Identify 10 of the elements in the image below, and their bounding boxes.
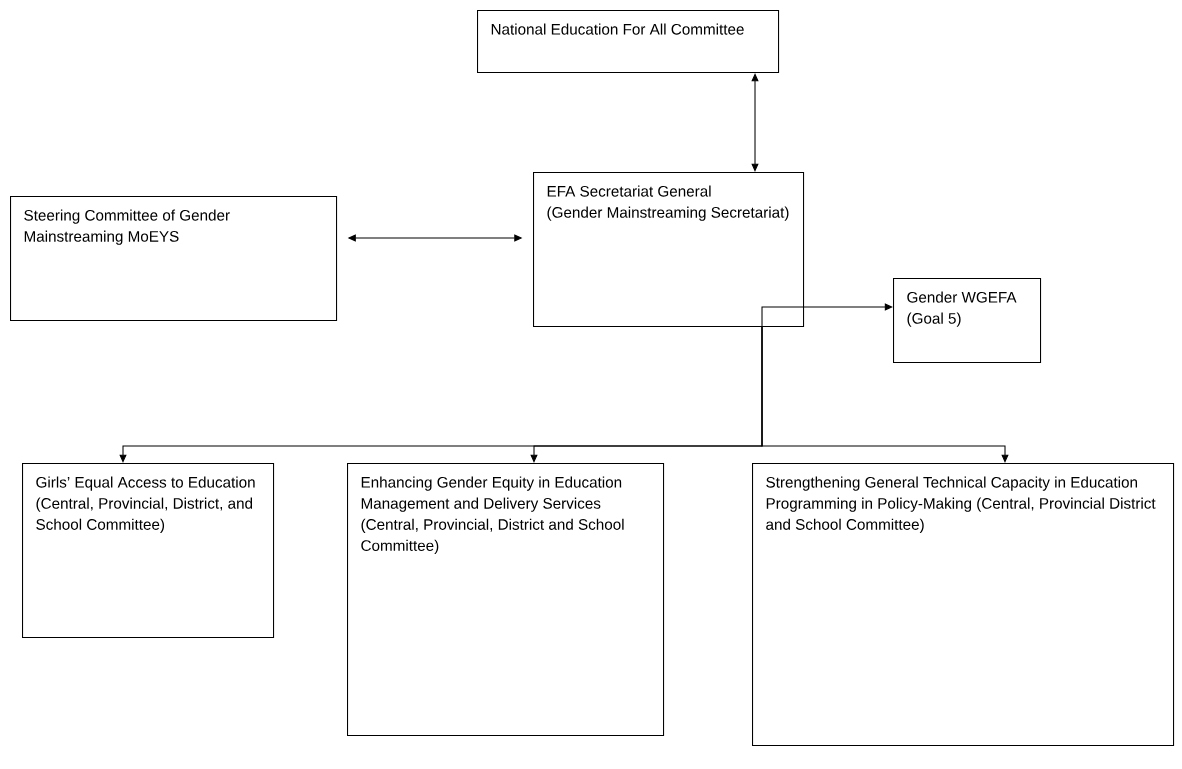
org-box: Strengthening General Technical Capacity in Education Programming in Policy-Making (Central, Provincial District and School Committee) <box>752 463 1175 747</box>
org-box: Girls’ Equal Access to Education (Central, Provincial, District, and School Committee) <box>22 463 275 639</box>
org-box: Enhancing Gender Equity in Education Management and Delivery Services (Central, Provincial, District and School Committee) <box>347 463 665 737</box>
org-box: EFA Secretariat General (Gender Mainstreaming Secretariat) <box>533 172 805 328</box>
org-box: National Education For All Committee <box>477 10 780 74</box>
arrow <box>761 326 1009 463</box>
arrow <box>751 73 759 172</box>
org-box: Steering Committee of Gender Mainstreaming MoEYS <box>10 196 338 322</box>
org-box: Gender WGEFA (Goal 5) <box>893 278 1042 364</box>
arrow <box>761 303 893 328</box>
